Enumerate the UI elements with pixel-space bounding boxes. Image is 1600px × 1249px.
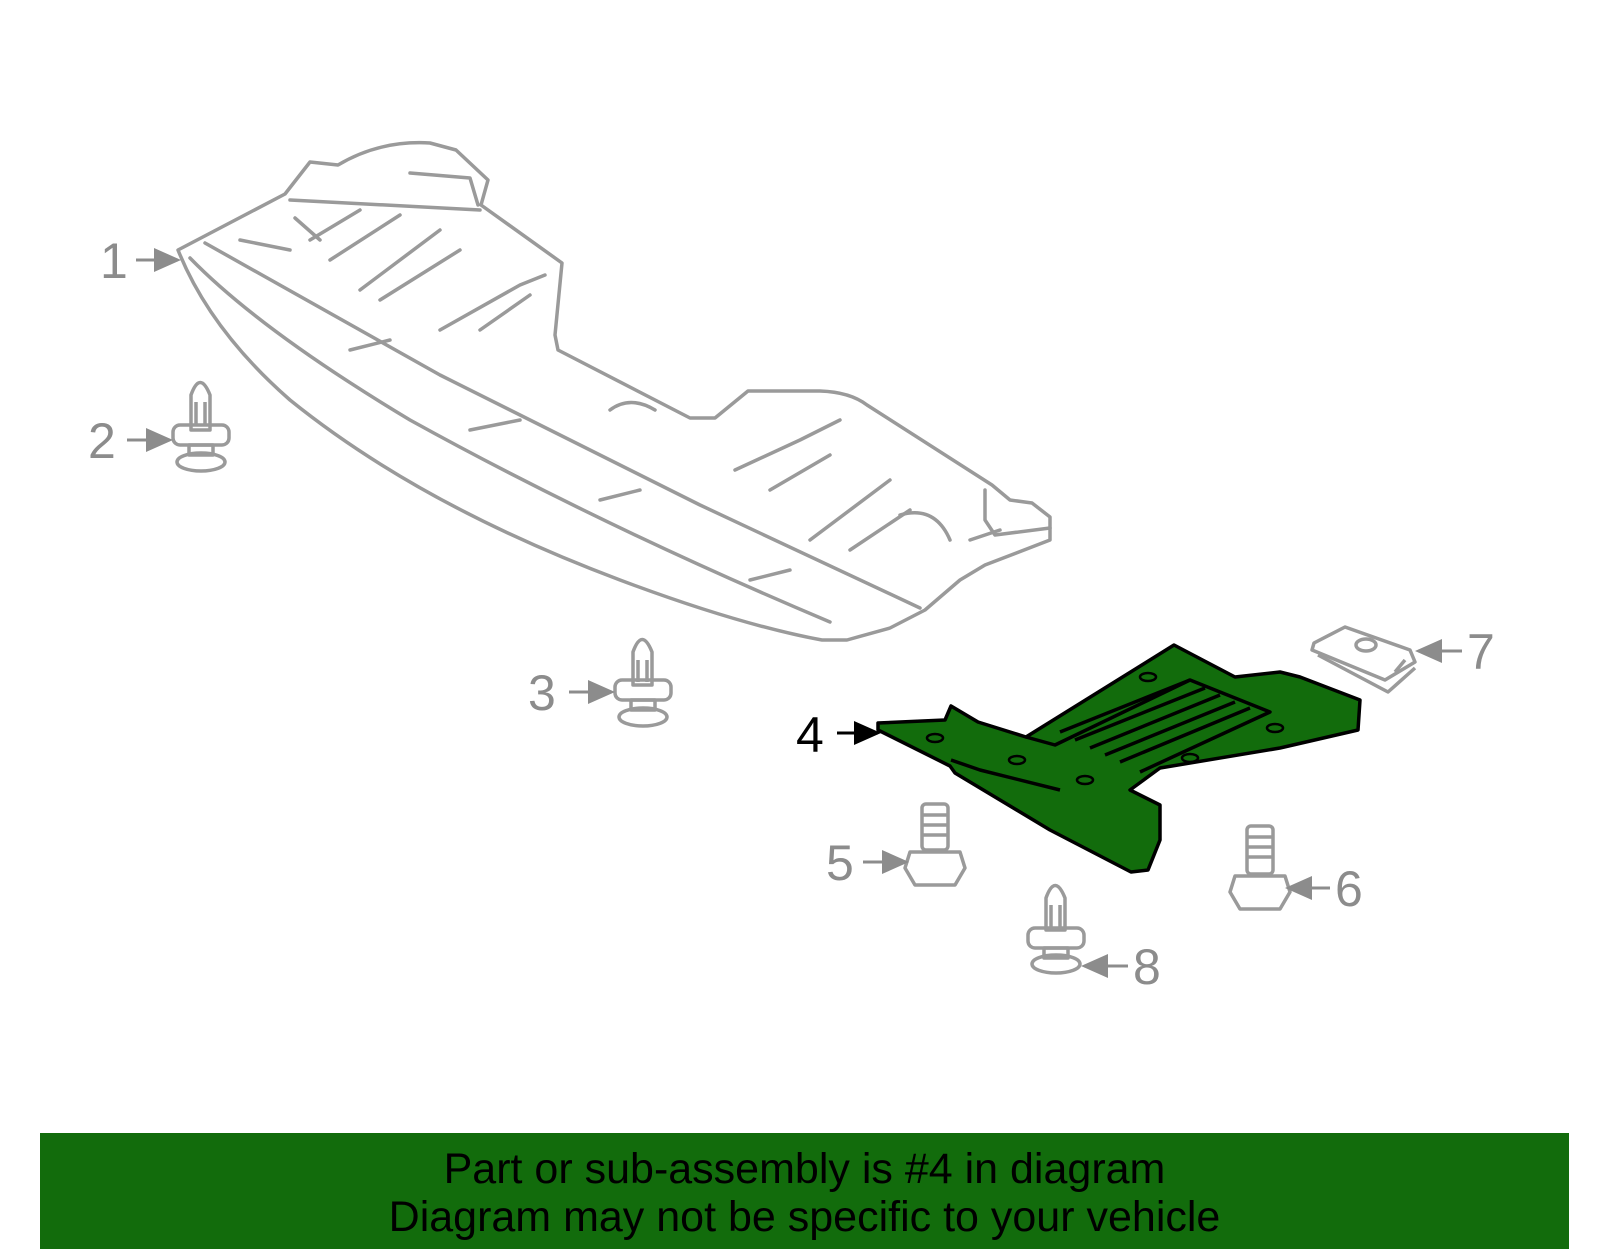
callout-6: 6 xyxy=(1335,861,1363,917)
parts-diagram: 1 2 3 4 5 6 7 8 xyxy=(88,140,1495,995)
part-7-clip-nut xyxy=(1310,625,1417,694)
callout-3: 3 xyxy=(528,665,556,721)
part-5-bolt xyxy=(903,802,967,887)
banner-line-part-number: Part or sub-assembly is #4 in diagram xyxy=(443,1145,1166,1193)
callout-1: 1 xyxy=(100,233,128,289)
callout-5: 5 xyxy=(826,835,854,891)
info-banner: Part or sub-assembly is #4 in diagram Di… xyxy=(40,1133,1569,1249)
callout-numbers: 1 2 3 4 5 6 7 8 xyxy=(88,233,1495,995)
part-2-push-clip xyxy=(171,380,231,473)
callout-2: 2 xyxy=(88,413,116,469)
part-3-push-clip xyxy=(613,637,673,728)
part-8-push-clip xyxy=(1026,883,1086,975)
part-1-front-under-cover xyxy=(176,140,1052,642)
banner-line-disclaimer: Diagram may not be specific to your vehi… xyxy=(388,1193,1221,1241)
callout-8: 8 xyxy=(1133,939,1161,995)
part-4-highlighted-under-cover xyxy=(876,643,1362,874)
part-6-bolt xyxy=(1228,824,1292,911)
callout-4: 4 xyxy=(796,707,824,763)
callout-leaders xyxy=(127,248,1462,978)
callout-7: 7 xyxy=(1467,624,1495,680)
